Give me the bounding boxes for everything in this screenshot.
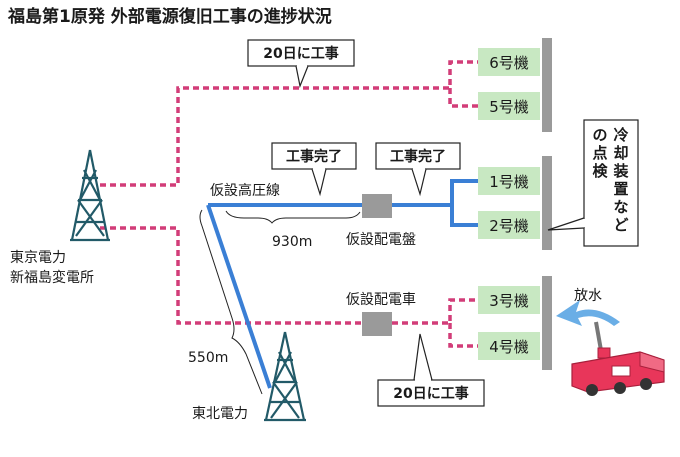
temp-line-label: 仮設高圧線 [210, 182, 280, 199]
unit-label-6: 6号機 [489, 54, 529, 72]
callout-done-2: 工事完了 [375, 142, 461, 197]
unit-label-2: 2号機 [489, 217, 529, 235]
cooling-char-3: 装 [612, 162, 629, 180]
callout-bottom-work: 20日に工事 [377, 333, 485, 407]
cooling-char-9: 検 [592, 162, 608, 180]
planned-lines [100, 60, 478, 348]
temp-line-to-tohoku [206, 204, 272, 389]
tepco-tower-icon [70, 149, 110, 242]
planned-line-to-truck [100, 226, 362, 325]
span-bracket-550m [199, 209, 263, 395]
temp-truck-label: 仮設配電車 [346, 291, 416, 308]
cooling-char-5: な [613, 198, 628, 216]
callout-bottom-work-text: 20日に工事 [393, 385, 468, 402]
unit-label-4: 4号機 [489, 338, 529, 356]
cooling-char-1: 冷 [613, 126, 628, 144]
cooling-char-7: の [592, 126, 607, 144]
tepco-label-line1: 東京電力 [10, 250, 66, 266]
span-bracket-930m [225, 210, 361, 224]
span-550m-label: 550m [188, 350, 228, 366]
reactor-units: 6号機 5号機 1号機 2号機 3号機 4号機 [478, 48, 540, 360]
unit-box-6 [478, 48, 540, 76]
callout-done-2-text: 工事完了 [390, 148, 446, 165]
cooling-char-2: 却 [613, 144, 628, 162]
wall-units-1-2 [542, 156, 552, 250]
completed-lines [206, 179, 478, 389]
cooling-char-4: 置 [613, 180, 628, 198]
unit-box-4 [478, 332, 540, 360]
tohoku-tower-icon [264, 331, 306, 422]
page-title: 福島第1原発 外部電源復旧工事の進捗状況 [7, 6, 332, 27]
unit-box-1 [478, 167, 540, 195]
spray-arrow-icon [556, 300, 620, 326]
unit-box-5 [478, 92, 540, 120]
callout-top-work-text: 20日に工事 [263, 45, 338, 62]
span-930m-label: 930m [272, 234, 312, 250]
callout-top-work: 20日に工事 [247, 39, 355, 89]
temp-power-truck-box [362, 312, 392, 336]
unit-box-2 [478, 211, 540, 239]
tohoku-label: 東北電力 [192, 406, 248, 422]
line-panel-to-units-1-2 [392, 179, 478, 227]
planned-line-units-5-6 [100, 60, 478, 187]
tepco-label-line2: 新福島変電所 [10, 269, 94, 286]
wall-units-3-4 [542, 276, 552, 370]
unit-label-5: 5号機 [489, 98, 529, 116]
fire-truck-icon [571, 321, 665, 396]
callout-done-1: 工事完了 [271, 142, 357, 197]
temp-panel-label: 仮設配電盤 [346, 232, 416, 248]
spray-label: 放水 [574, 288, 602, 304]
unit-label-1: 1号機 [489, 173, 529, 191]
callout-cooling-check: 冷 却 装 置 な ど の 点 検 [547, 119, 639, 247]
planned-line-units-3-4 [392, 298, 478, 348]
cooling-char-6: ど [613, 216, 628, 234]
cooling-char-8: 点 [592, 144, 607, 162]
wall-units-5-6 [542, 38, 552, 132]
temp-distribution-panel [362, 194, 392, 218]
callout-done-1-text: 工事完了 [286, 148, 342, 165]
unit-box-3 [478, 286, 540, 314]
unit-label-3: 3号機 [489, 292, 529, 310]
